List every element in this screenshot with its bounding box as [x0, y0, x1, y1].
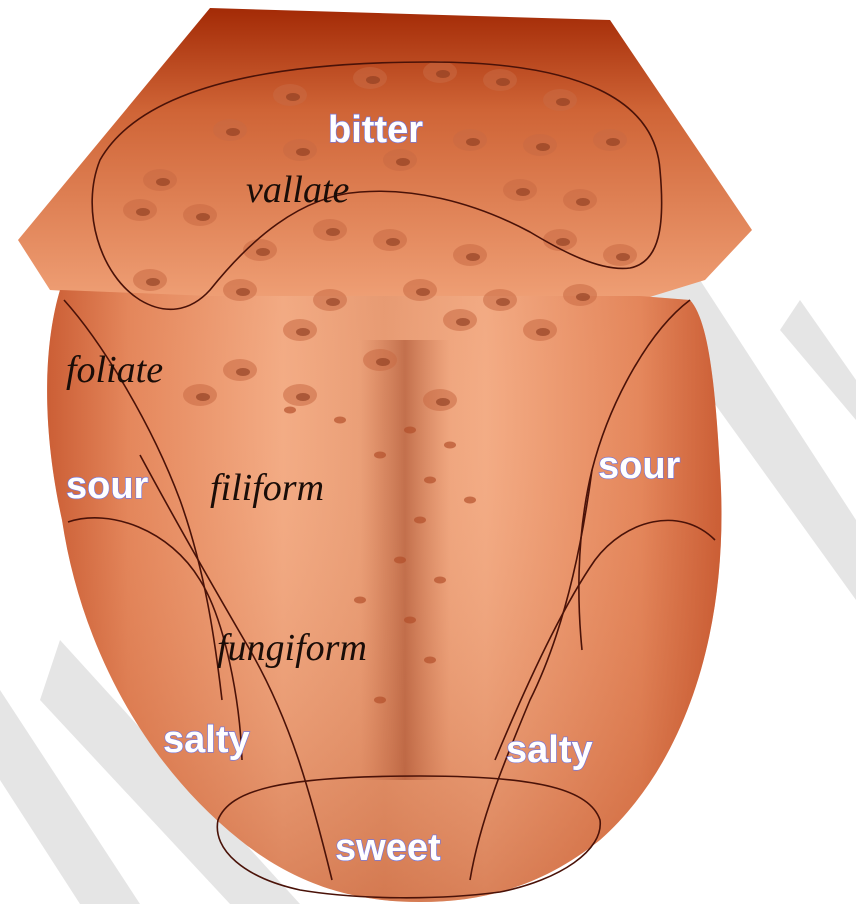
bitter-label: bitter: [328, 109, 423, 151]
fungiform-papilla: [444, 442, 456, 449]
vallate-papilla-center: [226, 128, 240, 136]
vallate-papilla-center: [556, 98, 570, 106]
tongue-root: [18, 8, 752, 300]
vallate-papilla-center: [516, 188, 530, 196]
fungiform-label: fungiform: [217, 627, 367, 669]
fungiform-papilla: [434, 577, 446, 584]
vallate-papilla-center: [496, 298, 510, 306]
vallate-papilla-center: [156, 178, 170, 186]
fungiform-papilla: [284, 407, 296, 414]
vallate-papilla-center: [576, 293, 590, 301]
vallate-papilla-center: [536, 143, 550, 151]
sweet-label: sweet: [335, 827, 441, 869]
vallate-papilla-center: [616, 253, 630, 261]
vallate-papilla-center: [296, 148, 310, 156]
vallate-papilla-center: [416, 288, 430, 296]
vallate-papilla-center: [436, 70, 450, 78]
vallate-papilla-center: [296, 393, 310, 401]
vallate-papilla-center: [236, 288, 250, 296]
foliate-label: foliate: [66, 349, 163, 391]
vallate-papilla-center: [386, 238, 400, 246]
vallate-papilla-center: [146, 278, 160, 286]
vallate-papilla-center: [136, 208, 150, 216]
vallate-papilla-center: [326, 298, 340, 306]
vallate-papilla-center: [606, 138, 620, 146]
vallate-papilla-center: [436, 398, 450, 406]
vallate-papilla-center: [576, 198, 590, 206]
vallate-papilla-center: [536, 328, 550, 336]
vallate-papilla-center: [496, 78, 510, 86]
fungiform-papilla: [424, 657, 436, 664]
vallate-papilla-center: [556, 238, 570, 246]
sour-left-label: sour: [66, 465, 149, 507]
fungiform-papilla: [424, 477, 436, 484]
vallate-papilla-center: [296, 328, 310, 336]
salty-left-label: salty: [163, 719, 250, 761]
vallate-papilla-center: [196, 393, 210, 401]
fungiform-papilla: [374, 697, 386, 704]
vallate-papilla-center: [376, 358, 390, 366]
vallate-papilla-center: [396, 158, 410, 166]
vallate-papilla-center: [466, 138, 480, 146]
vallate-papilla-center: [256, 248, 270, 256]
vallate-papilla-center: [456, 318, 470, 326]
vallate-papilla-center: [326, 228, 340, 236]
fungiform-papilla: [334, 417, 346, 424]
fungiform-papilla: [414, 517, 426, 524]
fungiform-papilla: [354, 597, 366, 604]
fungiform-papilla: [404, 617, 416, 624]
vallate-papilla-center: [466, 253, 480, 261]
fungiform-papilla: [374, 452, 386, 459]
vallate-papilla-center: [366, 76, 380, 84]
vallate-papilla-center: [236, 368, 250, 376]
fungiform-papilla: [464, 497, 476, 504]
vallate-label: vallate: [246, 169, 350, 211]
fungiform-papilla: [394, 557, 406, 564]
vallate-papilla-center: [196, 213, 210, 221]
vallate-papilla-center: [286, 93, 300, 101]
fungiform-papilla: [404, 427, 416, 434]
salty-right-label: salty: [506, 729, 593, 771]
filiform-label: filiform: [210, 467, 324, 509]
sour-right-label: sour: [598, 445, 681, 487]
